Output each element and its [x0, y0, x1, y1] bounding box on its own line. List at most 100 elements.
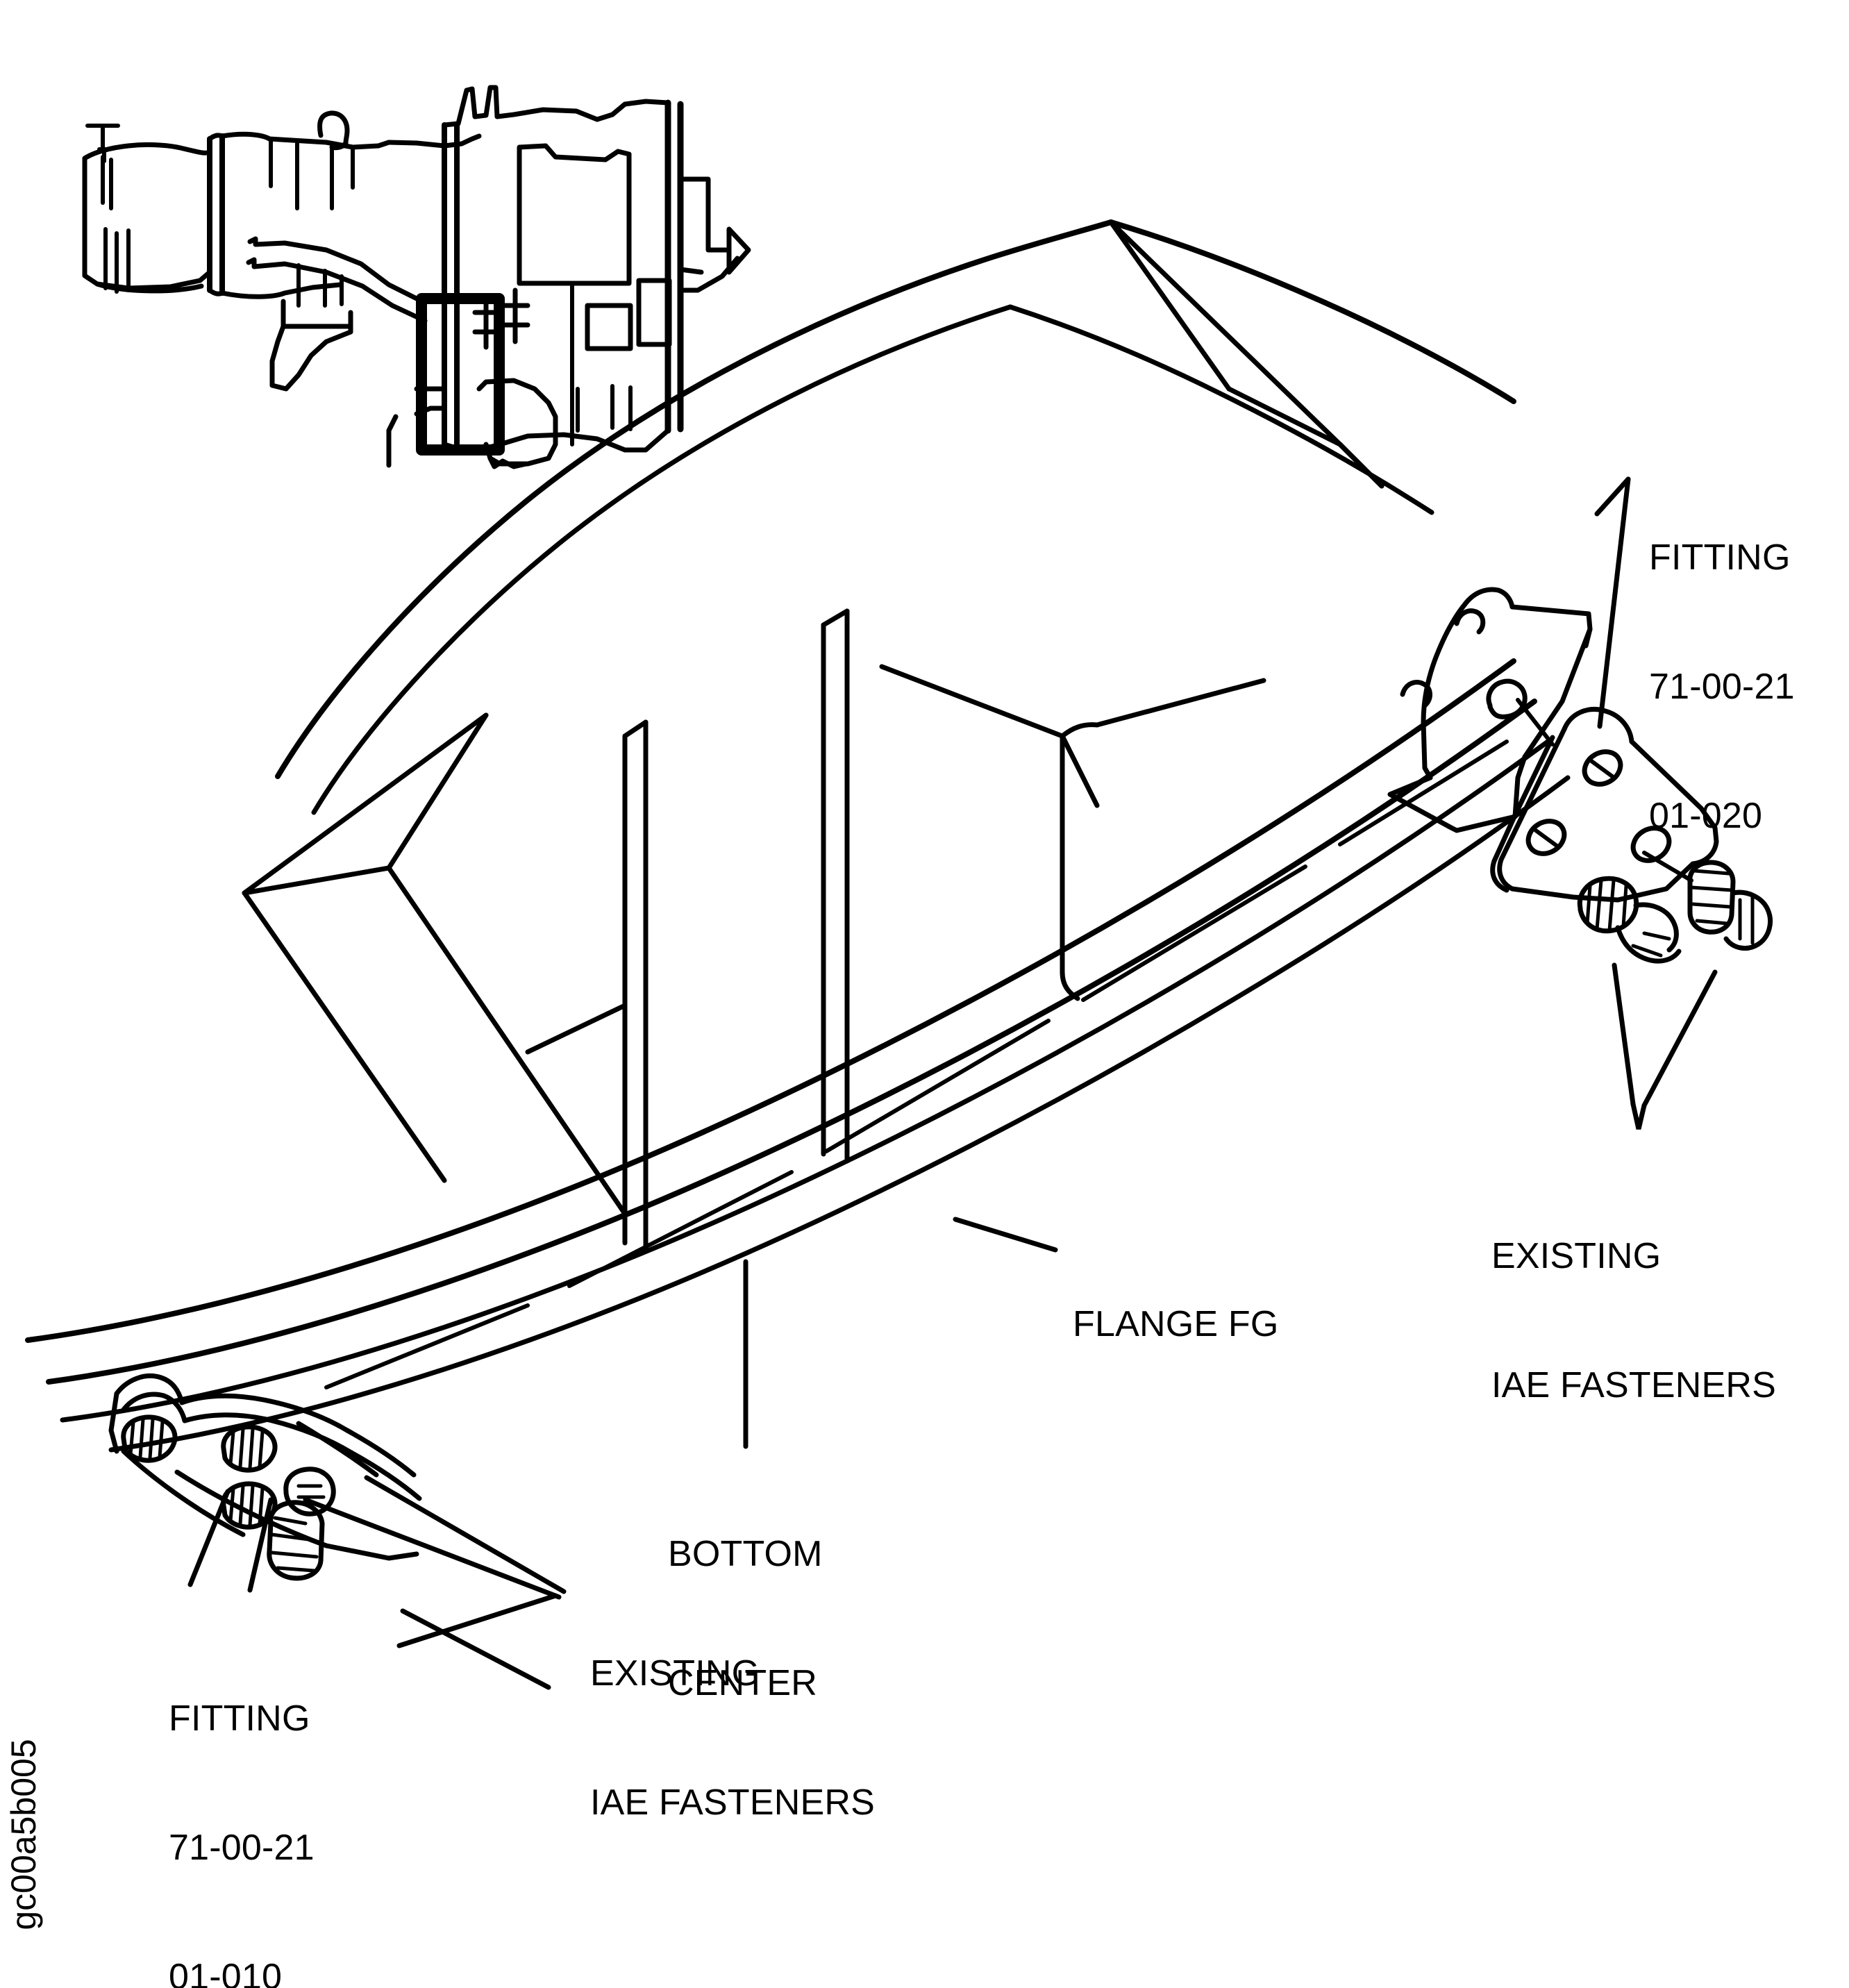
- fitting-right-plate-bottom: [1509, 886, 1621, 903]
- callout-fitting-01-020-line3: 01-020: [1649, 796, 1763, 836]
- fitting-right-pad-bottom: [1387, 775, 1518, 833]
- accessory-pod-base: [487, 456, 529, 469]
- fitting-right-plate-left-inner: [1491, 735, 1555, 864]
- bolt-right: [1687, 860, 1773, 951]
- bolt-shank-left-thread: [270, 1516, 319, 1573]
- flange-band-edge-2: [46, 699, 1537, 1385]
- inlet-probe-icon: [85, 124, 120, 163]
- callout-existing-left-line2: IAE FASTENERS: [590, 1782, 876, 1823]
- fastener-head-left-2-knurl: [228, 1427, 265, 1470]
- bolt-shank-left-body: [267, 1500, 325, 1581]
- leader-fitting-01-020: [1597, 476, 1631, 729]
- bracket-hole-lower-right-pin: [1642, 851, 1693, 883]
- fitting-left-right-edge: [344, 1428, 417, 1478]
- flange-band-seam-e: [1338, 740, 1509, 846]
- bracket-hole-lower-left-slot: [1534, 828, 1559, 848]
- leader-existing-left-a: [303, 1497, 562, 1600]
- fastener-head-left-3-knurl: [228, 1484, 265, 1527]
- pad-boss-2: [1400, 680, 1432, 708]
- fitting-left-crease: [296, 1421, 379, 1478]
- fold-crease-d: [1337, 442, 1384, 489]
- leader-lines: [187, 476, 1718, 1690]
- strut-body: [269, 324, 353, 392]
- leader-existing-left-c: [396, 1593, 558, 1648]
- casing-skin-outer-edge: [275, 219, 1114, 779]
- flange-band-seam-c: [824, 1019, 1051, 1153]
- flange-band-edge-3: [60, 737, 1553, 1423]
- core-bottom-line: [219, 282, 343, 299]
- flange-band-edge-1: [25, 658, 1516, 1343]
- accessory-pipe-lower: [246, 257, 428, 324]
- fastener-head-right-1: [1577, 876, 1682, 964]
- bolt-head-left-body: [283, 1467, 336, 1517]
- callout-fitting-01-010-line3: 01-010: [169, 1957, 283, 1988]
- fan-case-ticks: [101, 155, 131, 294]
- fitting-left-right-edge-2: [349, 1450, 422, 1501]
- bracket-hole-lower-right: [1630, 826, 1693, 883]
- combustor-panel: [517, 143, 632, 286]
- leader-flange-fg: [953, 1217, 1058, 1253]
- fan-case-hoop: [207, 133, 225, 296]
- fastener-head-right-1-knurl-2: [1631, 931, 1671, 958]
- left-wedge-edge-b: [242, 865, 392, 896]
- fitting-right-pad-bottom-right: [1512, 754, 1528, 819]
- fitting-right-plate-top: [1562, 707, 1634, 744]
- leader-existing-right-arrow: [1630, 1101, 1647, 1130]
- bracket-hole-lower-left-ring: [1525, 819, 1567, 856]
- fastener-head-left-2: [221, 1424, 278, 1473]
- callout-existing-iae-fasteners-left: EXISTING IAE FASTENERS: [590, 1566, 875, 1910]
- fitting-right-pad-right-edge: [1522, 626, 1593, 760]
- fitting-right-plate-left-inner-2: [1490, 858, 1509, 893]
- leader-fitting-01-010: [187, 1489, 231, 1587]
- rib-1-top-cap: [622, 719, 649, 739]
- callout-fitting-01-010: FITTING 71-00-21 01-010: [169, 1611, 315, 1988]
- fitting-01-010-detail: [108, 1373, 422, 1581]
- fitting-left-plate-top-inner: [121, 1392, 187, 1423]
- fitting-left-tail: [324, 1543, 419, 1561]
- callout-bottom-center-line2: CENTER: [668, 1663, 817, 1703]
- left-wedge-edge-a: [242, 712, 489, 896]
- pad-center-pin: [1516, 698, 1555, 746]
- bolt-right-shank: [1687, 860, 1736, 935]
- left-wedge-edge-f: [525, 1003, 628, 1055]
- fold-crease-a: [1108, 219, 1232, 392]
- rib-2-top-cap: [821, 608, 850, 628]
- exhaust-nozzle: [678, 176, 751, 275]
- fastener-head-right-1-knurl: [1585, 878, 1628, 933]
- fitting-right-plate-right: [1629, 739, 1719, 867]
- leader-fitting-01-010-long: [400, 1608, 551, 1690]
- fastener-head-right-1-neck: [1615, 925, 1682, 964]
- fitting-01-020-detail: [1387, 587, 1773, 964]
- gearbox-bottom-ticks: [576, 338, 670, 433]
- leader-existing-left-d: [247, 1497, 274, 1593]
- callout-bottom-center-line1: BOTTOM: [668, 1534, 823, 1574]
- fastener-head-right-1-body: [1577, 876, 1639, 934]
- fastener-head-right-1-flange: [1633, 902, 1679, 953]
- fastener-head-left-3: [221, 1481, 278, 1530]
- strut-top: [281, 299, 353, 329]
- fitting-left-plate-top-2: [179, 1393, 350, 1433]
- bolt-right-head-slot: [1738, 895, 1755, 945]
- callout-fitting-01-020-line1: FITTING: [1649, 537, 1791, 578]
- leader-fitting-01-020-tick: [1594, 476, 1631, 517]
- panel-facet-upper-right: [1094, 678, 1266, 728]
- callout-existing-left-line1: EXISTING: [590, 1653, 760, 1694]
- callout-existing-iae-fasteners-right: EXISTING IAE FASTENERS: [1491, 1148, 1776, 1493]
- callout-flange-fg-line1: FLANGE FG: [1073, 1304, 1279, 1344]
- lower-duct-b: [386, 414, 399, 468]
- core-top-line-2: [386, 133, 482, 149]
- callout-fitting-01-010-line1: FITTING: [169, 1698, 310, 1739]
- fitting-left-plate-left-edge: [108, 1391, 119, 1454]
- fold-crease-b: [1108, 219, 1343, 447]
- bracket-hole-upper-ring: [1582, 749, 1623, 787]
- core-ticks: [269, 137, 355, 308]
- pad-boss-1: [1454, 608, 1486, 635]
- left-wedge-edge-e: [242, 890, 447, 1183]
- nozzle-upper-edge: [678, 256, 740, 293]
- fitting-right-plate-left: [1497, 726, 1567, 892]
- left-wedge-edge-d: [386, 865, 628, 1217]
- bolt-right-head: [1723, 889, 1773, 951]
- fitting-right-pad-top: [1462, 587, 1515, 610]
- callout-existing-right-line2: IAE FASTENERS: [1491, 1365, 1777, 1405]
